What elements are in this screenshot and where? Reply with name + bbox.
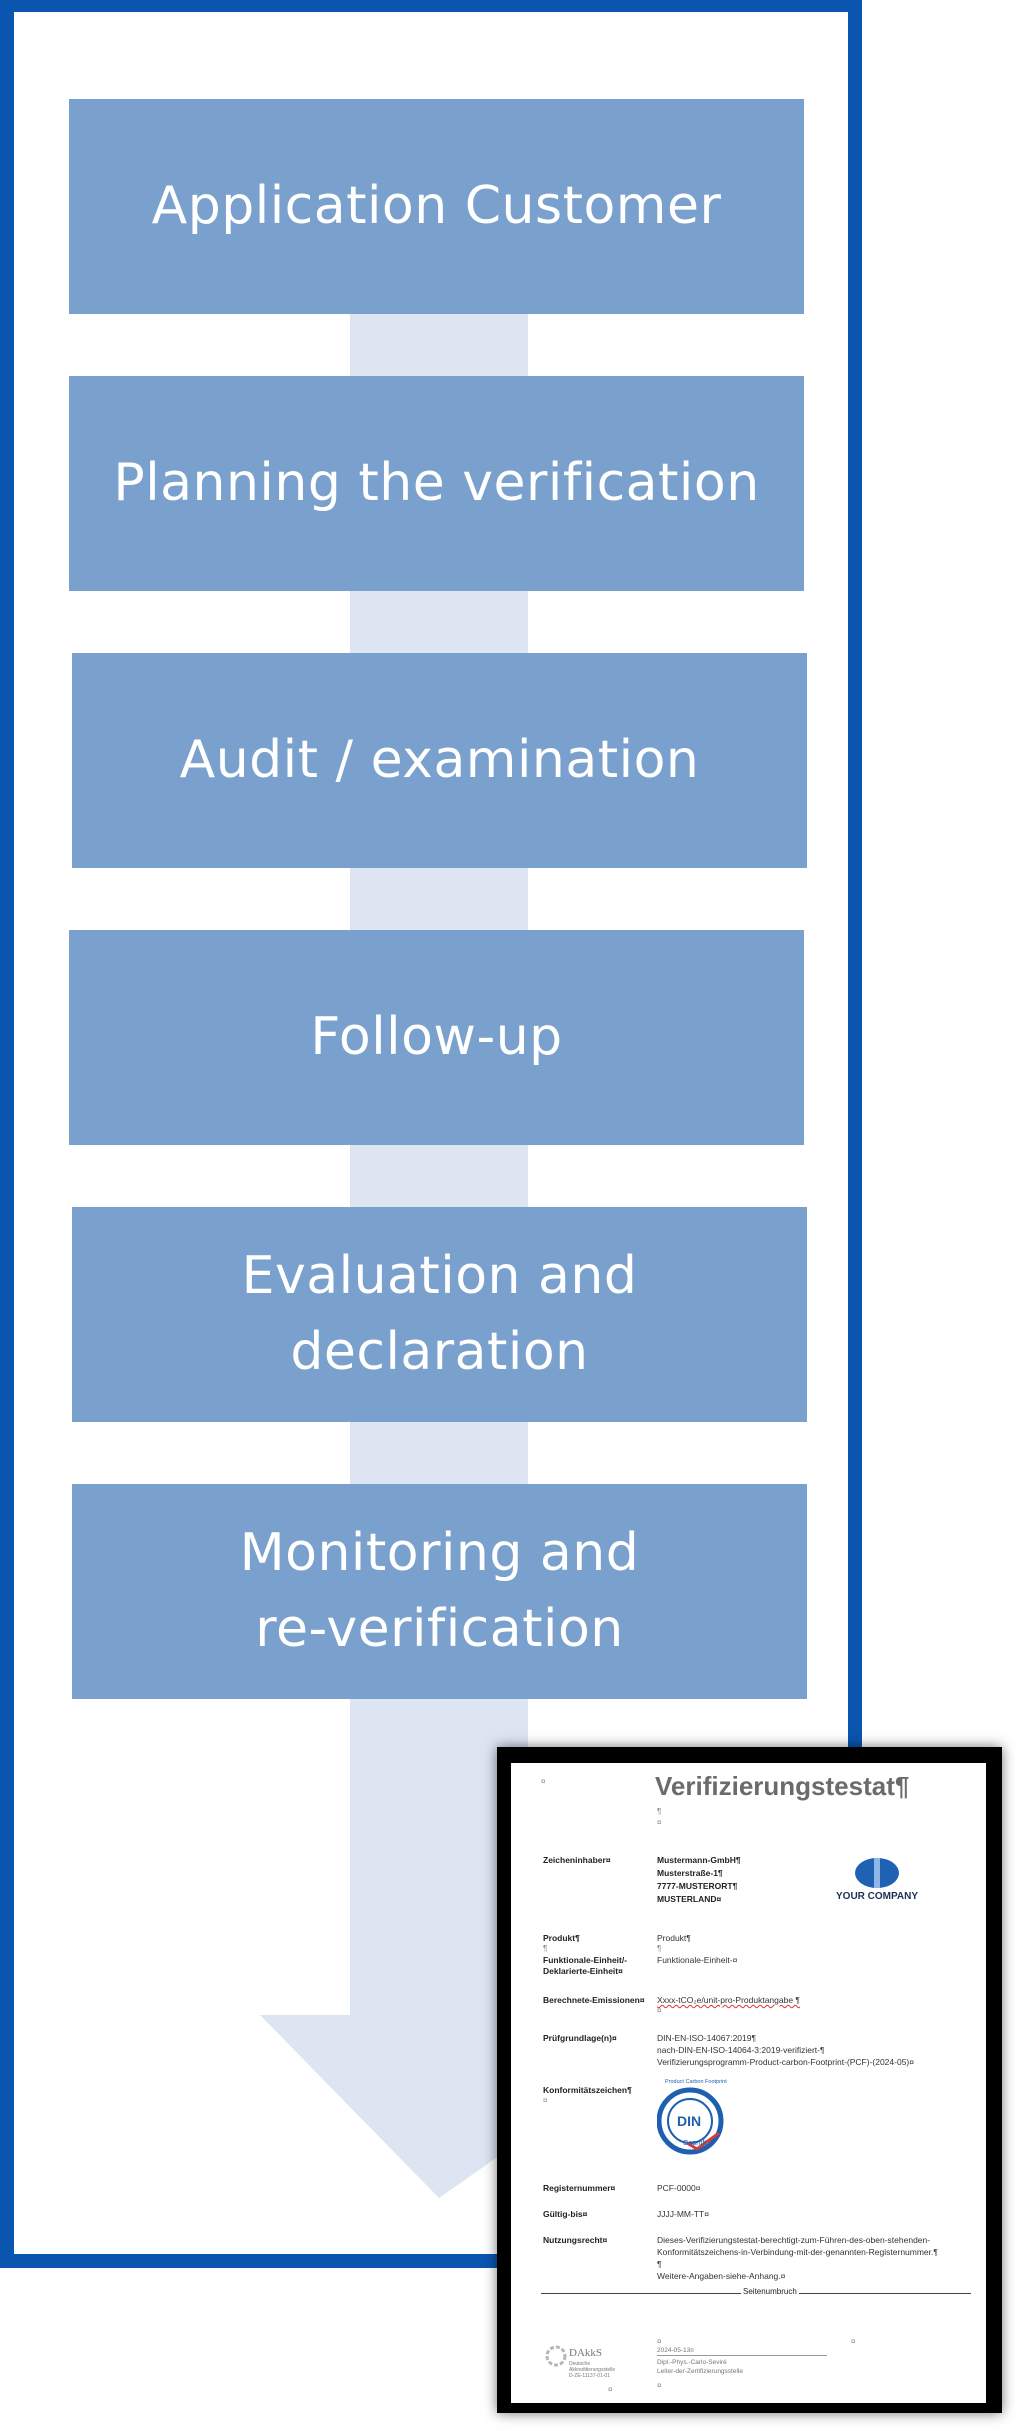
rights-line: Weitere-Angaben-siehe-Anhang.¤ bbox=[657, 2271, 786, 2281]
dakks-sub: Deutsche bbox=[569, 2361, 591, 2367]
emissions-label: Berechnete-Emissionen¤ bbox=[543, 1995, 645, 2005]
pilcrow: ¶ bbox=[657, 1807, 662, 1816]
holder-line: Mustermann-GmbH¶ bbox=[657, 1855, 741, 1865]
signature-line bbox=[657, 2355, 827, 2356]
rights-line: Konformitätszeichens-in-Verbindung-mit-d… bbox=[657, 2247, 938, 2257]
footer-role: Leiter-der-Zertifizierungsstelle bbox=[657, 2368, 743, 2375]
footer-date: 2024-05-13¤ bbox=[657, 2347, 694, 2354]
mark-label: Konformitätszeichen¶ bbox=[543, 2085, 632, 2095]
dakks-sub: D-ZE-11137-01-01 bbox=[569, 2373, 610, 2379]
dakks-sub: Akkreditierungsstelle bbox=[569, 2367, 616, 2373]
unit-label: Funktionale-Einheit/- bbox=[543, 1955, 628, 1965]
din-conformity-mark: DIN Geprüft bbox=[657, 2087, 724, 2155]
step-application-customer: Application Customer bbox=[69, 99, 804, 314]
product-value: Produkt¶ bbox=[657, 1933, 691, 1943]
unit-label: Deklarierte-Einheit¤ bbox=[543, 1966, 623, 1976]
rights-line: Dieses-Verifizierungstestat-berechtigt-z… bbox=[657, 2235, 931, 2245]
footer-name: Dipl.-Phys.-Carlo-Seviré bbox=[657, 2359, 727, 2366]
pilcrow: ¶ bbox=[657, 1944, 662, 1953]
pilcrow: ¶ bbox=[543, 1944, 548, 1953]
page-break-label: Seitenumbruch bbox=[741, 2287, 799, 2296]
certificate-title: Verifizierungstestat¶ bbox=[655, 1771, 910, 1801]
din-sub-text: Geprüft bbox=[683, 2140, 706, 2147]
step-follow-up: Follow-up bbox=[69, 930, 804, 1145]
reg-label: Registernummer¤ bbox=[543, 2183, 616, 2193]
step-evaluation-declaration: Evaluation and declaration bbox=[72, 1207, 807, 1422]
din-ring-text: Product Carbon Footprint bbox=[665, 2079, 727, 2085]
certificate-document: ¤ Verifizierungstestat¶ ¶ ¤ Zeicheninhab… bbox=[511, 1763, 986, 2403]
basis-line: Verifizierungsprogramm-Product-carbon-Fo… bbox=[657, 2057, 914, 2067]
holder-label: Zeicheninhaber¤ bbox=[543, 1855, 611, 1865]
cell-mark: ¤ bbox=[657, 2381, 662, 2390]
din-inner-ring bbox=[667, 2098, 713, 2144]
dakks-name: DAkkS bbox=[569, 2347, 603, 2359]
cell-mark: ¤ bbox=[657, 2337, 662, 2346]
step-planning-verification: Planning the verification bbox=[69, 376, 804, 591]
step-audit-examination: Audit / examination bbox=[72, 653, 807, 868]
step-monitoring-reverification: Monitoring and re-verification bbox=[72, 1484, 807, 1699]
emissions-value: Xxxx-tCO₂e/unit-pro-Produktangabe ¶ bbox=[657, 1995, 800, 2005]
basis-line: DIN-EN-ISO-14067:2019¶ bbox=[657, 2033, 757, 2043]
valid-value: JJJJ-MM-TT¤ bbox=[657, 2209, 709, 2219]
rights-line: ¶ bbox=[657, 2259, 662, 2269]
globe-logo-icon bbox=[855, 1858, 899, 1888]
cell-mark: ¤ bbox=[608, 2385, 613, 2394]
cell-mark: ¤ bbox=[657, 2006, 662, 2015]
rights-label: Nutzungsrecht¤ bbox=[543, 2235, 608, 2245]
din-outer-ring bbox=[657, 2087, 724, 2155]
din-check-mark bbox=[686, 2131, 720, 2151]
holder-line: Musterstraße-1¶ bbox=[657, 1868, 723, 1878]
cell-mark: ¤ bbox=[543, 2096, 548, 2105]
cell-mark: ¤ bbox=[851, 2337, 856, 2346]
company-logo: YOUR COMPANY bbox=[836, 1891, 919, 1902]
holder-line: MUSTERLAND¤ bbox=[657, 1894, 722, 1904]
unit-value: Funktionale-Einheit-¤ bbox=[657, 1955, 738, 1965]
valid-label: Gültig-bis¤ bbox=[543, 2209, 588, 2219]
basis-line: nach-DIN-EN-ISO-14064-3:2019-verifiziert… bbox=[657, 2045, 825, 2055]
basis-label: Prüfgrundlage(n)¤ bbox=[543, 2033, 617, 2043]
cell-mark: ¤ bbox=[657, 1818, 662, 1827]
din-text: DIN bbox=[677, 2113, 701, 2129]
dakks-logo-icon bbox=[545, 2345, 567, 2367]
product-label: Produkt¶ bbox=[543, 1933, 580, 1943]
cell-mark: ¤ bbox=[541, 1777, 546, 1786]
reg-value: PCF-0000¤ bbox=[657, 2183, 701, 2193]
holder-line: 7777-MUSTERORT¶ bbox=[657, 1881, 738, 1891]
